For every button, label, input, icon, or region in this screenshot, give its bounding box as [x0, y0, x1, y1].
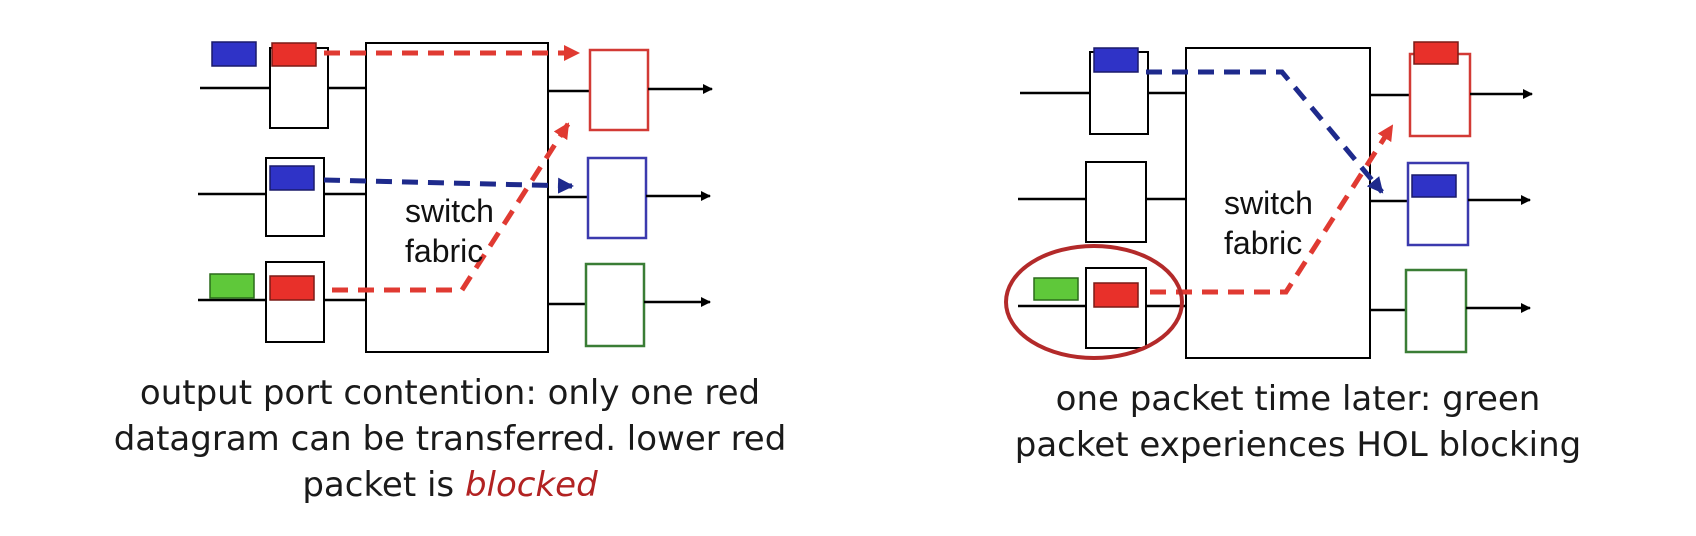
output-port-green [1404, 268, 1468, 354]
blue-packet-waiting [211, 41, 257, 67]
blue-packet-top [1093, 47, 1139, 73]
left-caption-line2: datagram can be transferred. lower red [113, 419, 787, 459]
output-port-red [588, 48, 650, 132]
output-port-blue [586, 156, 648, 240]
blue-packet-delivered [1411, 174, 1457, 198]
blue-packet-middle [269, 165, 315, 191]
left-panel: switch fabric [198, 41, 713, 353]
right-caption-line2: packet experiences HOL blocking [1014, 425, 1582, 465]
fabric-label-line1: switch [1224, 185, 1313, 221]
left-caption: output port contention: only one red dat… [90, 370, 810, 508]
red-packet-bottom [269, 275, 315, 301]
left-caption-line3: packet is blocked [90, 462, 810, 508]
red-packet-delivered [1413, 41, 1459, 65]
fabric-label-line1: switch [405, 193, 494, 229]
input-queue-3 [265, 261, 325, 343]
red-packet-head-of-line [1093, 282, 1139, 308]
right-caption: one packet time later: green packet expe… [968, 376, 1628, 468]
switch-fabric [365, 42, 549, 353]
red-transfer-path [1150, 124, 1395, 295]
blue-transfer-path [323, 177, 574, 194]
right-caption-line1: one packet time later: green [1055, 379, 1541, 419]
green-packet-waiting [209, 273, 255, 299]
output-port-green [584, 262, 646, 348]
input-queue-2 [1085, 161, 1147, 243]
red-blocked-path [332, 122, 571, 293]
hol-blocking-highlight [1004, 244, 1184, 360]
left-caption-line3-prefix: packet is [302, 465, 465, 505]
fabric-label-line2: fabric [405, 233, 483, 269]
input-queue-3 [1085, 267, 1147, 349]
right-panel: switch fabric [1004, 41, 1533, 360]
output-port-red [1408, 52, 1472, 138]
switch-fabric [1185, 47, 1371, 359]
blue-transfer-path [1146, 69, 1384, 194]
left-caption-line1: output port contention: only one red [139, 373, 761, 413]
blocked-emphasis: blocked [464, 465, 598, 505]
fabric-label-line2: fabric [1224, 225, 1302, 261]
red-packet-top [271, 42, 317, 67]
green-packet-blocked [1033, 277, 1079, 301]
